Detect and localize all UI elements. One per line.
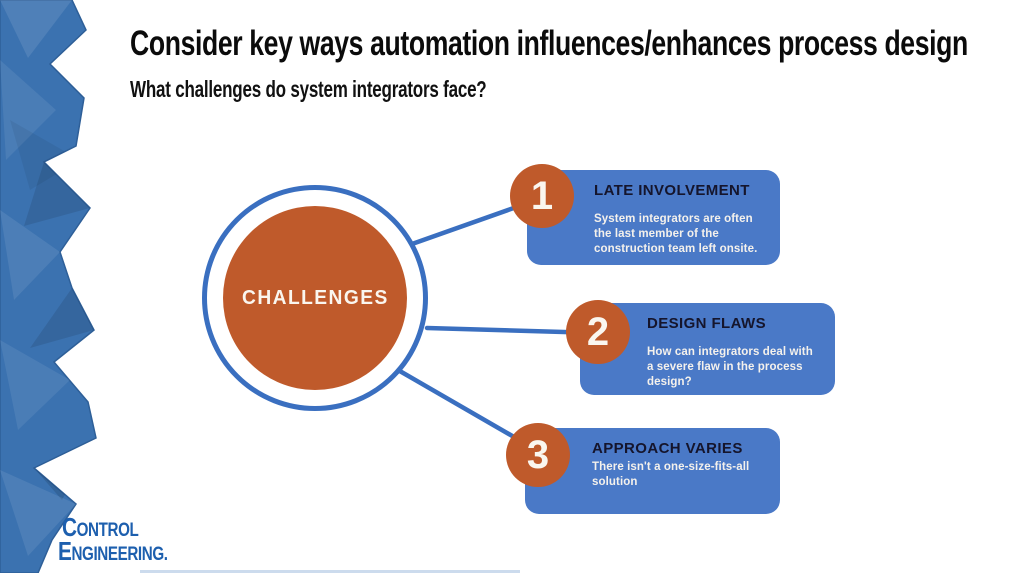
challenge-heading: LATE INVOLVEMENT [594, 182, 750, 199]
challenge-body: There isn't a one-size-fits-all solution [592, 461, 750, 489]
challenge-number-badge-2: 2 [566, 300, 630, 364]
challenges-hub: CHALLENGES [223, 206, 407, 390]
challenge-heading: DESIGN FLAWS [647, 315, 766, 332]
challenge-number-badge-3: 3 [506, 423, 570, 487]
challenge-heading: APPROACH VARIES [592, 440, 743, 457]
challenges-hub-label: CHALLENGES [241, 286, 389, 309]
left-accent-pattern [0, 0, 97, 573]
control-engineering-logo: CONTROL ENGINEERING. [58, 516, 168, 564]
challenge-number: 1 [530, 173, 554, 218]
logo-line-engineering: ENGINEERING. [58, 535, 168, 566]
challenge-number: 3 [526, 432, 550, 477]
challenge-number-badge-1: 1 [510, 164, 574, 228]
bottom-accent-strip [140, 570, 520, 573]
challenge-number: 2 [586, 309, 610, 354]
logo-line-control: CONTROL [62, 512, 139, 542]
challenge-body: How can integrators deal with a severe f… [647, 346, 813, 389]
challenge-body: System integrators are often the last me… [594, 213, 758, 256]
slide-title: Consider key ways automation influences/… [130, 24, 968, 63]
slide-subtitle: What challenges do system integrators fa… [130, 76, 487, 102]
